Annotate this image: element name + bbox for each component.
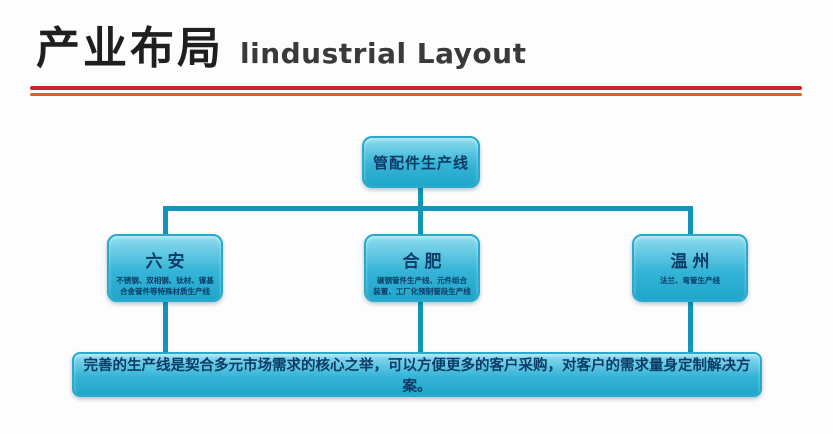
summary-text: 完善的生产线是契合多元市场需求的核心之举，可以方便更多的客户采购，对客户的需求量… bbox=[83, 357, 751, 395]
connector-drop-luan bbox=[163, 206, 168, 238]
node-luan-description: 不锈钢、双相钢、钛材、镍基 合金管件等特殊材质生产线 bbox=[116, 276, 214, 296]
node-hefei-description: 碳钢管件生产线、元件组合 装置、工厂化预制管段生产线 bbox=[373, 276, 471, 296]
node-wenzhou: 温州 法兰、弯管生产线 bbox=[632, 234, 748, 302]
connector-drop-wenzhou bbox=[688, 206, 693, 238]
summary-bar: 完善的生产线是契合多元市场需求的核心之举，可以方便更多的客户采购，对客户的需求量… bbox=[72, 352, 762, 397]
connector-wenzhou-footer bbox=[688, 302, 693, 354]
page-title: 产业布局 lindustrial Layout bbox=[36, 12, 526, 76]
connector-root-stem bbox=[418, 186, 423, 238]
title-chinese: 产业布局 bbox=[36, 23, 224, 74]
node-root-label: 管配件生产线 bbox=[372, 153, 469, 172]
node-wenzhou-description: 法兰、弯管生产线 bbox=[660, 276, 720, 285]
connector-luan-footer bbox=[163, 302, 168, 354]
connector-hefei-footer bbox=[418, 302, 423, 354]
title-english: lindustrial Layout bbox=[240, 37, 527, 70]
node-luan-label: 六安 bbox=[145, 252, 190, 272]
node-luan: 六安 不锈钢、双相钢、钛材、镍基 合金管件等特殊材质生产线 bbox=[107, 234, 223, 302]
node-hefei: 合肥 碳钢管件生产线、元件组合 装置、工厂化预制管段生产线 bbox=[364, 234, 480, 302]
node-hefei-label: 合肥 bbox=[402, 252, 447, 272]
node-root: 管配件生产线 bbox=[362, 136, 480, 188]
node-wenzhou-label: 温州 bbox=[670, 252, 715, 272]
divider-line-top bbox=[30, 86, 802, 90]
divider-line-bottom bbox=[30, 93, 802, 96]
connector-horizontal bbox=[163, 206, 693, 211]
